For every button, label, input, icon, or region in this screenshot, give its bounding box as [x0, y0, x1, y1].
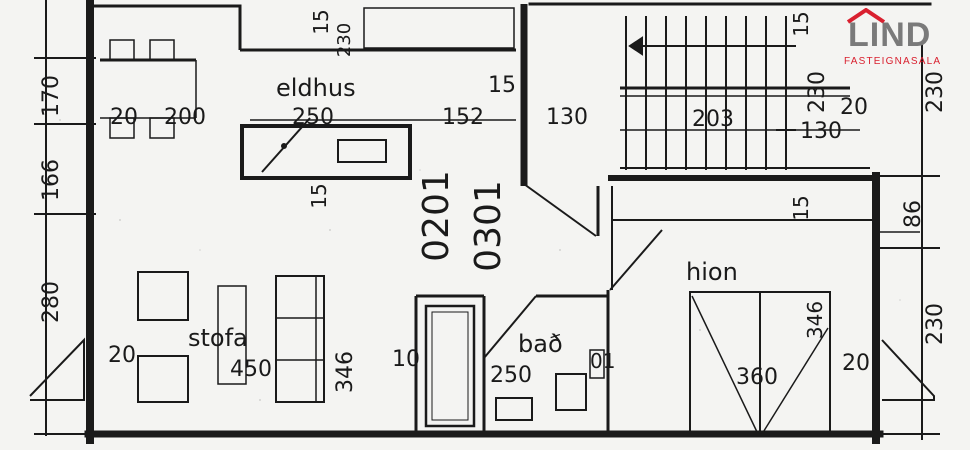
- unit-code-0301: 0301: [468, 180, 509, 272]
- dim-right-86: 86: [901, 200, 926, 228]
- brand-name: LIND: [848, 16, 932, 54]
- dim-bath-01: 01: [590, 349, 615, 373]
- dim-right-230-top: 230: [923, 71, 948, 113]
- dim-stair-203: 203: [692, 107, 734, 132]
- kitchen-fixtures: [100, 6, 516, 180]
- dim-kitchen-250: 250: [292, 105, 334, 130]
- dim-kitchen-15-top: 15: [309, 9, 333, 34]
- dim-stair-15: 15: [789, 11, 813, 36]
- dimension-lines-right: [250, 44, 940, 440]
- room-label-living: stofa: [188, 324, 248, 352]
- staircase: [620, 16, 870, 170]
- dim-kitchen-200: 200: [164, 105, 206, 130]
- dimension-lines-left: [34, 0, 96, 436]
- living-furniture: [137, 271, 325, 403]
- dim-stair-20: 20: [840, 95, 868, 120]
- brand-tagline: FASTEIGNASALA: [844, 56, 942, 67]
- dim-kitchen-15-right: 15: [488, 73, 516, 98]
- dim-bed-360: 360: [736, 365, 778, 390]
- dim-left-170: 170: [39, 75, 64, 117]
- room-label-bath: bað: [518, 330, 563, 358]
- dim-living-450: 450: [230, 357, 272, 382]
- dim-bed-20: 20: [842, 351, 870, 376]
- dim-kitchen-152: 152: [442, 105, 484, 130]
- window-openings: [29, 337, 935, 401]
- dim-stair-130: 130: [800, 119, 842, 144]
- room-label-bedroom: hion: [686, 258, 738, 286]
- dim-kitchen-230: 230: [334, 23, 355, 57]
- dim-bath-10: 10: [392, 347, 420, 372]
- dim-bed-346: 346: [803, 301, 827, 339]
- dim-bath-250: 250: [490, 363, 532, 388]
- dim-left-166: 166: [39, 159, 64, 201]
- dim-corridor-15: 15: [789, 195, 813, 220]
- unit-code-0201: 0201: [416, 170, 457, 262]
- plan-labels: 170 166 280 230 86 230 eldhus 15 230 15 …: [39, 9, 948, 393]
- roof-icon: [846, 8, 886, 24]
- dim-kitchen-130: 130: [546, 105, 588, 130]
- dim-kitchen-20: 20: [110, 105, 138, 130]
- dim-kitchen-15-bottom: 15: [307, 183, 331, 208]
- dim-living-346: 346: [333, 351, 358, 393]
- paper-texture: [59, 119, 901, 411]
- room-label-kitchen: eldhus: [276, 74, 356, 102]
- dim-left-280: 280: [39, 281, 64, 323]
- dim-living-20: 20: [108, 343, 136, 368]
- dim-stair-230: 230: [805, 71, 830, 113]
- dim-right-230-bottom: 230: [923, 303, 948, 345]
- interior-walls: [414, 4, 878, 434]
- bath-fixtures: [424, 304, 605, 428]
- brand-logo: LIND FASTEIGNASALA: [842, 8, 960, 70]
- bedroom-wardrobe: [689, 291, 831, 435]
